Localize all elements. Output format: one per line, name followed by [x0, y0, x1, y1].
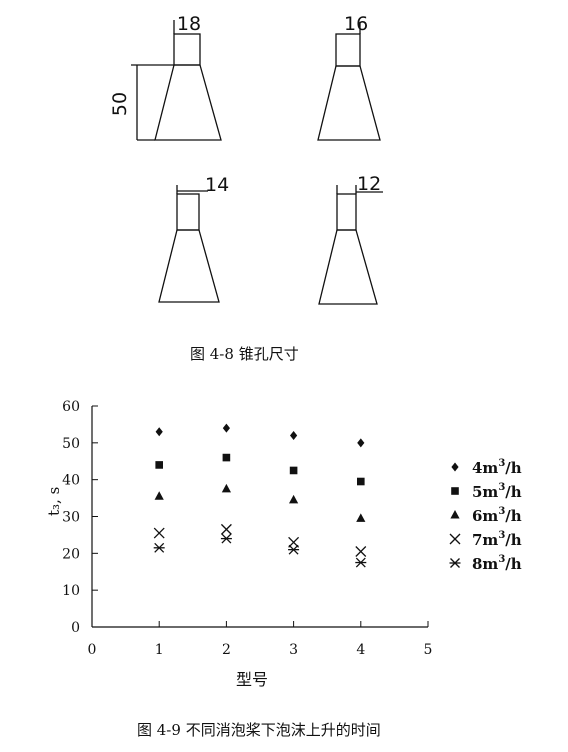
y-tick-label: 30 [62, 510, 80, 526]
data-point-star [153, 542, 165, 553]
data-point-triangle [289, 494, 299, 504]
data-point-star [220, 533, 232, 544]
chart-marks [153, 423, 367, 568]
figure-4-9-caption: 图 4-9 不同消泡桨下泡沫上升的时间 [137, 721, 381, 739]
data-point-triangle [356, 513, 366, 522]
x-tick-label: 1 [155, 642, 164, 658]
y-tick-label: 20 [62, 546, 80, 562]
data-point-x [220, 523, 232, 535]
legend-label: 8m3/h [472, 554, 522, 573]
data-point-star [288, 544, 300, 555]
y-tick-label: 10 [62, 583, 80, 599]
y-tick-label: 0 [71, 620, 80, 636]
x-tick-label: 5 [424, 642, 433, 658]
data-point-star [355, 557, 367, 568]
chart-axes: 0 10 20 30 40 50 60 0 1 2 3 4 5 [62, 399, 432, 658]
legend-marker-x [449, 533, 461, 545]
data-point-diamond [290, 430, 298, 440]
data-point-diamond [155, 427, 163, 437]
width-label-14: 14 [205, 174, 229, 196]
legend-marker-square [451, 487, 459, 495]
data-point-diamond [357, 438, 365, 448]
legend-label: 5m3/h [472, 482, 522, 501]
data-point-x [153, 527, 165, 539]
width-label-16: 16 [344, 13, 368, 35]
y-axis-label: t₃, s [45, 486, 63, 516]
height-label-50: 50 [109, 92, 131, 116]
legend-label: 6m3/h [472, 506, 522, 525]
data-point-diamond [222, 423, 230, 433]
data-point-triangle [221, 483, 231, 493]
legend-marker-diamond [451, 462, 459, 472]
cone-drawing-18 [131, 20, 222, 141]
legend-marker-star [449, 558, 461, 568]
data-point-square [222, 453, 231, 462]
cone-drawing-16 [317, 22, 381, 141]
x-tick-label: 3 [289, 642, 298, 658]
chart-legend: 4m3/h 5m3/h 6m3/h 7m3/h 8m3/h [449, 458, 522, 573]
y-tick-label: 40 [62, 473, 80, 489]
data-point-square [155, 461, 163, 469]
x-tick-label: 2 [222, 642, 231, 658]
x-tick-label: 0 [88, 642, 97, 658]
data-point-triangle [154, 491, 164, 500]
legend-marker-triangle [450, 510, 460, 519]
legend-label: 4m3/h [472, 458, 522, 477]
x-tick-label: 4 [356, 642, 365, 658]
figure-4-8-caption: 图 4-8 锥孔尺寸 [190, 345, 299, 363]
data-point-square [357, 477, 365, 486]
x-axis-label: 型号 [236, 670, 269, 689]
y-tick-label: 60 [62, 399, 80, 415]
cone-drawing-12 [318, 185, 383, 305]
width-label-12: 12 [357, 173, 381, 195]
cone-drawing-14 [158, 185, 220, 303]
data-point-x [355, 546, 367, 557]
data-point-square [289, 466, 298, 475]
y-tick-label: 50 [62, 436, 80, 452]
width-label-18: 18 [177, 13, 201, 35]
legend-label: 7m3/h [472, 530, 522, 549]
